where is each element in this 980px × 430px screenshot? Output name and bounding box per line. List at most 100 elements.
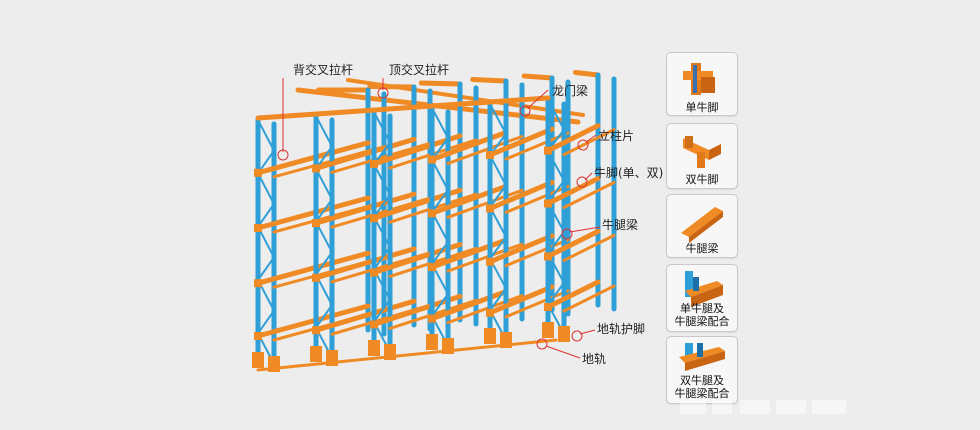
corbel-bracket — [544, 303, 552, 311]
corbel-beam — [429, 289, 509, 322]
corbel-beam — [313, 191, 417, 226]
rail-guard-foot — [252, 352, 264, 368]
corbel-beam — [429, 129, 509, 162]
corbel-bracket — [370, 214, 378, 223]
corbel-beam — [429, 237, 509, 270]
corbel-beam — [487, 126, 555, 158]
frame-brace — [373, 193, 391, 218]
corbel-beam — [255, 250, 371, 286]
rail-guard-foot — [426, 334, 438, 350]
part-card-single-corbel-fit: 单牛腿及 牛腿梁配合 — [666, 264, 738, 332]
double-corbel-fit-icon — [679, 343, 725, 371]
corbel-beam — [545, 176, 601, 206]
corbel-bracket — [370, 268, 378, 277]
label-upright-frame: 立柱片 — [598, 128, 634, 143]
callout-circle — [576, 176, 588, 188]
corbel-bracket — [544, 146, 552, 155]
part-card-corbel-beam: 牛腿梁 — [666, 194, 738, 258]
frame-brace — [489, 184, 507, 209]
corbel-beam-leader — [569, 226, 601, 233]
frame-brace — [547, 230, 565, 255]
frame-brace — [373, 246, 391, 271]
corbel-bracket — [428, 314, 436, 323]
corbel-beam-icon — [681, 207, 723, 243]
callout-circle — [561, 228, 573, 240]
callout-circle — [519, 105, 531, 117]
callout-circle — [277, 149, 289, 161]
frame-brace — [431, 159, 449, 191]
label-back-brace: 背交叉拉杆 — [293, 62, 353, 77]
part-caption: 牛腿梁 — [685, 242, 719, 255]
corbel-bracket — [428, 155, 436, 164]
part-card-single-corbel: 单牛脚 — [666, 52, 738, 116]
frame-brace — [257, 119, 275, 152]
corbel-beam — [255, 195, 371, 231]
corbel-bracket — [312, 273, 320, 282]
frame-brace — [547, 99, 565, 131]
frame-brace — [431, 107, 449, 139]
frame-brace — [257, 203, 275, 228]
callout-circle — [571, 330, 583, 342]
frame-brace — [257, 309, 275, 335]
corbel-bracket — [428, 263, 436, 272]
corbel-beam — [562, 128, 616, 157]
corbel-beam — [562, 181, 616, 209]
part-caption: 双牛脚 — [685, 173, 719, 186]
corbel-bracket — [486, 308, 494, 317]
corbel-beam — [429, 183, 509, 216]
frame-brace — [489, 235, 507, 260]
rail-guard-foot — [368, 340, 380, 356]
gantry-beam — [418, 80, 463, 87]
part-card-double-corbel-fit: 双牛腿及 牛腿梁配合 — [666, 336, 738, 404]
frame-brace — [315, 304, 333, 329]
frame-brace — [257, 172, 275, 205]
leader-lines — [277, 78, 601, 359]
gantry-beam — [470, 77, 509, 84]
corbel-beam — [446, 188, 524, 219]
corbel-beam — [446, 294, 524, 325]
corbel-bracket — [486, 257, 494, 266]
corbel-beam — [545, 228, 601, 259]
part-card-double-corbel: 双牛脚 — [666, 123, 738, 189]
corbel-bracket — [370, 159, 378, 168]
corbel-beam — [313, 136, 417, 171]
frame-brace — [489, 103, 507, 135]
rail-guard-foot — [542, 322, 554, 338]
frame-brace — [315, 167, 333, 201]
rail-guard-foot — [310, 346, 322, 362]
corbel-beam — [545, 123, 601, 154]
corbel-bracket — [370, 320, 378, 329]
rail-guard-foot — [558, 326, 570, 342]
callout-circle — [536, 338, 548, 350]
callout-circle — [577, 139, 589, 151]
single-corbel-icon — [683, 63, 715, 95]
corbel-beam — [446, 134, 524, 165]
double-corbel-icon — [683, 136, 721, 168]
corbel-bracket — [486, 151, 494, 160]
part-caption: 单牛脚 — [685, 101, 719, 114]
gantry-beam — [573, 70, 601, 78]
frame-brace — [547, 179, 565, 204]
frame-brace — [547, 150, 565, 182]
drive-in-rack-illustration — [252, 70, 617, 372]
corbel-beam — [330, 141, 432, 174]
frame-brace — [373, 111, 391, 144]
corbel-beam — [504, 238, 570, 268]
part-caption: 单牛腿及 牛腿梁配合 — [674, 302, 730, 328]
corbel-bracket — [312, 219, 320, 228]
frame-brace — [315, 115, 333, 148]
label-corbel-beam: 牛腿梁 — [602, 217, 638, 232]
corbel-beam — [446, 242, 524, 273]
corbel-bracket — [254, 279, 262, 288]
label-corbel: 牛脚(单、双) — [594, 165, 663, 180]
corbel-beam — [504, 289, 570, 319]
corbel-bracket — [544, 199, 552, 208]
callout-circle — [377, 87, 389, 99]
gantry-beam-leader — [527, 89, 549, 109]
frame-brace — [489, 287, 507, 312]
rail-guard-leader — [579, 329, 596, 335]
corbel-bracket — [312, 326, 320, 335]
top-gantry-beam — [346, 78, 585, 117]
frame-brace — [315, 198, 333, 223]
